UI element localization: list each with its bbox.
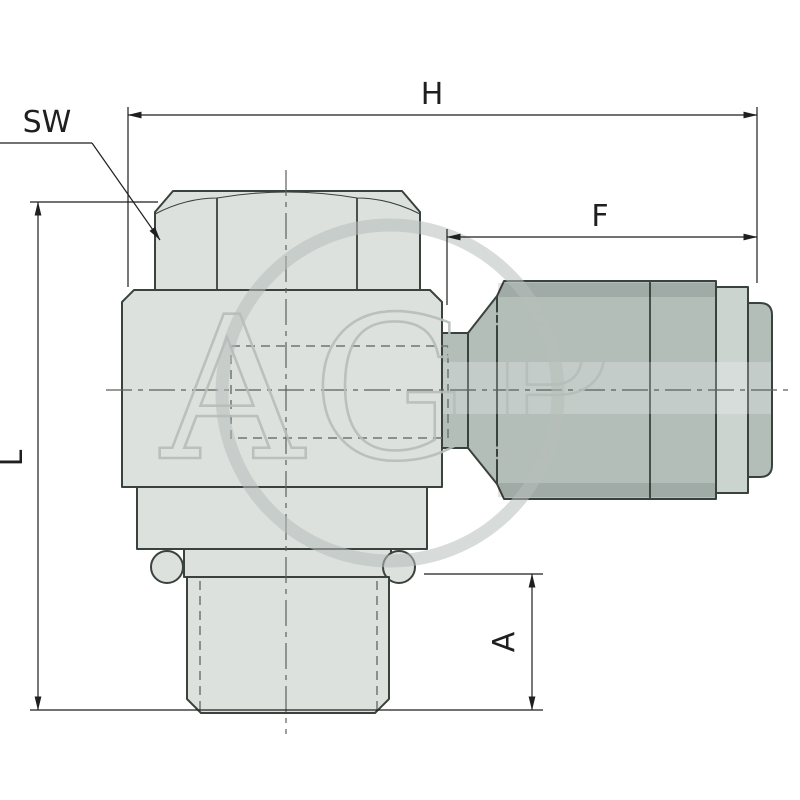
hex-facet-lines [216, 198, 358, 290]
connector-shade-top [498, 283, 715, 297]
callout-sw: SW [0, 105, 161, 241]
sw-leader [91, 142, 161, 241]
watermark-text: AGP [159, 274, 619, 505]
watermark-circle [215, 218, 565, 568]
dim-label-f: F [591, 199, 608, 234]
connector-highlight [443, 362, 771, 414]
threaded-stud [186, 576, 390, 714]
dimension-f: F [446, 199, 758, 305]
dim-label-a: A [487, 631, 522, 652]
hidden-bore [230, 345, 449, 439]
connector-shade-bottom [498, 483, 715, 497]
hex-chamfer-arcs [154, 191, 421, 215]
watermark: AGP [158, 218, 619, 568]
dim-label-sw: SW [23, 105, 72, 140]
dim-label-l: L [0, 449, 30, 466]
dim-label-h: H [421, 77, 444, 112]
swivel-ball-left [150, 550, 184, 584]
dimension-a: A [424, 573, 543, 711]
dimension-h: H [127, 77, 758, 287]
dimension-l: L [0, 201, 543, 711]
stud-outline [186, 576, 390, 714]
